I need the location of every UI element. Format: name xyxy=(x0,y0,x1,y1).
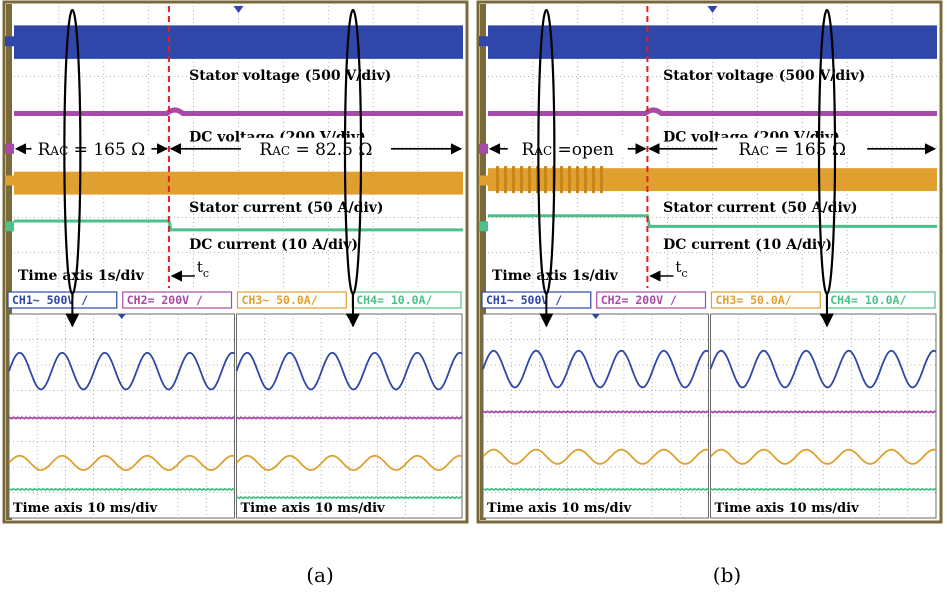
trace-ch2 xyxy=(14,107,463,117)
panel-a: Stator voltage (500 V/div)DC voltage (20… xyxy=(2,0,469,524)
channel-marker-3 xyxy=(5,175,14,186)
time-axis-label-overview: Time axis 1s/div xyxy=(492,268,619,284)
readout-3: CH3~ 50.0A/ xyxy=(242,293,318,307)
channel-marker-3 xyxy=(479,175,488,186)
channel-marker-4 xyxy=(5,221,14,232)
panel-b-zoom-before-time-axis-label: Time axis 10 ms/div xyxy=(487,501,632,516)
region-label-1: RAC =open xyxy=(521,140,613,160)
readout-2: CH2= 200V / xyxy=(601,293,677,307)
trace-ch3-stripe xyxy=(600,166,603,194)
panel-b-zoom-before-wave-ch4 xyxy=(482,487,709,492)
region-label-2: RAC = 165 Ω xyxy=(738,140,846,160)
trace-ch4 xyxy=(14,219,463,232)
panel-a-zoom-after-wave-ch3 xyxy=(235,454,463,472)
readout-4: CH4= 10.0A/ xyxy=(830,293,906,307)
switch-time-label: tc xyxy=(197,258,209,280)
channel-label-3: Stator current (50 A/div) xyxy=(189,200,383,216)
panel-a-zoom-after-wave-ch2 xyxy=(236,416,463,420)
figure-label-b: (b) xyxy=(713,563,741,587)
readout-box-3 xyxy=(236,291,347,309)
panel-a-zoom-before-wave-ch4 xyxy=(8,487,235,492)
panel-b-zoom-after-wave-ch3 xyxy=(709,448,937,465)
trace-ch1 xyxy=(14,25,463,59)
readout-3: CH3= 50.0A/ xyxy=(716,293,792,307)
readout-box-3 xyxy=(710,291,821,309)
panel-b-zoom-after-wave-ch4 xyxy=(710,487,937,492)
readout-box-1 xyxy=(7,291,118,309)
channel-label-1: Stator voltage (500 V/div) xyxy=(189,68,391,84)
channel-marker-2 xyxy=(5,143,14,154)
panel-a-zoom-before-wave-ch1 xyxy=(8,351,235,391)
region-label-bg xyxy=(240,137,391,158)
panel-a-zoom-before-trigger-marker xyxy=(117,314,126,319)
readout-box-1 xyxy=(481,291,592,309)
panel-b-zoom-before-wave-ch2 xyxy=(482,410,709,414)
trace-ch3-stripe xyxy=(568,166,571,194)
panel-b-zoom-after-time-axis-label: Time axis 10 ms/div xyxy=(715,501,860,516)
readout-2: CH2= 200V / xyxy=(127,293,203,307)
panel-a-zoom-before-time-axis-label: Time axis 10 ms/div xyxy=(13,501,158,516)
region-label-2: RAC = 82.5 Ω xyxy=(259,140,372,160)
trigger-marker xyxy=(233,6,244,13)
scope-bezel-left xyxy=(480,4,486,520)
scope-bezel-left xyxy=(6,4,12,520)
readout-box-2 xyxy=(596,291,707,309)
readout-box-2 xyxy=(122,291,233,309)
trace-ch1 xyxy=(488,25,937,59)
panel-a-zoom-after-time-axis-label: Time axis 10 ms/div xyxy=(241,501,386,516)
switch-time-label: tc xyxy=(675,258,687,280)
panel-a-zoom-after-wave-ch4 xyxy=(236,495,463,500)
trace-ch3-stripe xyxy=(544,166,547,194)
panel-b-zoom-before-trigger-marker xyxy=(591,314,600,319)
panel-b-zoom-after-wave-ch2 xyxy=(710,410,937,414)
region-label-bg xyxy=(31,137,152,158)
channel-marker-1 xyxy=(479,36,488,47)
figure-label-a: (a) xyxy=(306,563,334,587)
trace-ch3-stripe xyxy=(576,166,579,194)
channel-label-4: DC current (10 A/div) xyxy=(663,237,832,253)
panel-a-zoom-after-wave-ch1 xyxy=(235,351,463,391)
panel-b-zoom-before-wave-ch1 xyxy=(482,349,709,389)
trace-ch2 xyxy=(488,107,937,117)
trace-ch3-stripe xyxy=(496,166,499,194)
trace-ch3-stripe xyxy=(504,166,507,194)
time-axis-label-overview: Time axis 1s/div xyxy=(18,268,145,284)
readout-1: CH1~ 500V / xyxy=(12,293,88,307)
channel-label-3: Stator current (50 A/div) xyxy=(663,200,857,216)
panel-b: Stator voltage (500 V/div)DC voltage (20… xyxy=(476,0,943,524)
channel-marker-2 xyxy=(479,143,488,154)
trace-ch3 xyxy=(14,171,463,195)
trigger-marker xyxy=(707,6,718,13)
trace-ch3-stripe xyxy=(592,166,595,194)
channel-label-4: DC current (10 A/div) xyxy=(189,237,358,253)
region-label-bg xyxy=(717,137,868,158)
trace-ch3-stripe xyxy=(512,166,515,194)
channel-label-1: Stator voltage (500 V/div) xyxy=(663,68,865,84)
readout-1: CH1~ 500V / xyxy=(486,293,562,307)
readout-4: CH4= 10.0A/ xyxy=(356,293,432,307)
panel-b-zoom-after-wave-ch1 xyxy=(709,349,937,389)
panel-b-zoom-before-wave-ch3 xyxy=(482,448,709,465)
panel-a-zoom-before-wave-ch3 xyxy=(8,454,235,472)
trace-ch3-stripe xyxy=(584,166,587,194)
trace-ch3-stripe xyxy=(520,166,523,194)
channel-marker-4 xyxy=(479,221,488,232)
trace-ch3-stripe xyxy=(528,166,531,194)
trace-ch3-stripe xyxy=(560,166,563,194)
channel-marker-1 xyxy=(5,36,14,47)
panel-a-zoom-before-wave-ch2 xyxy=(8,416,235,420)
